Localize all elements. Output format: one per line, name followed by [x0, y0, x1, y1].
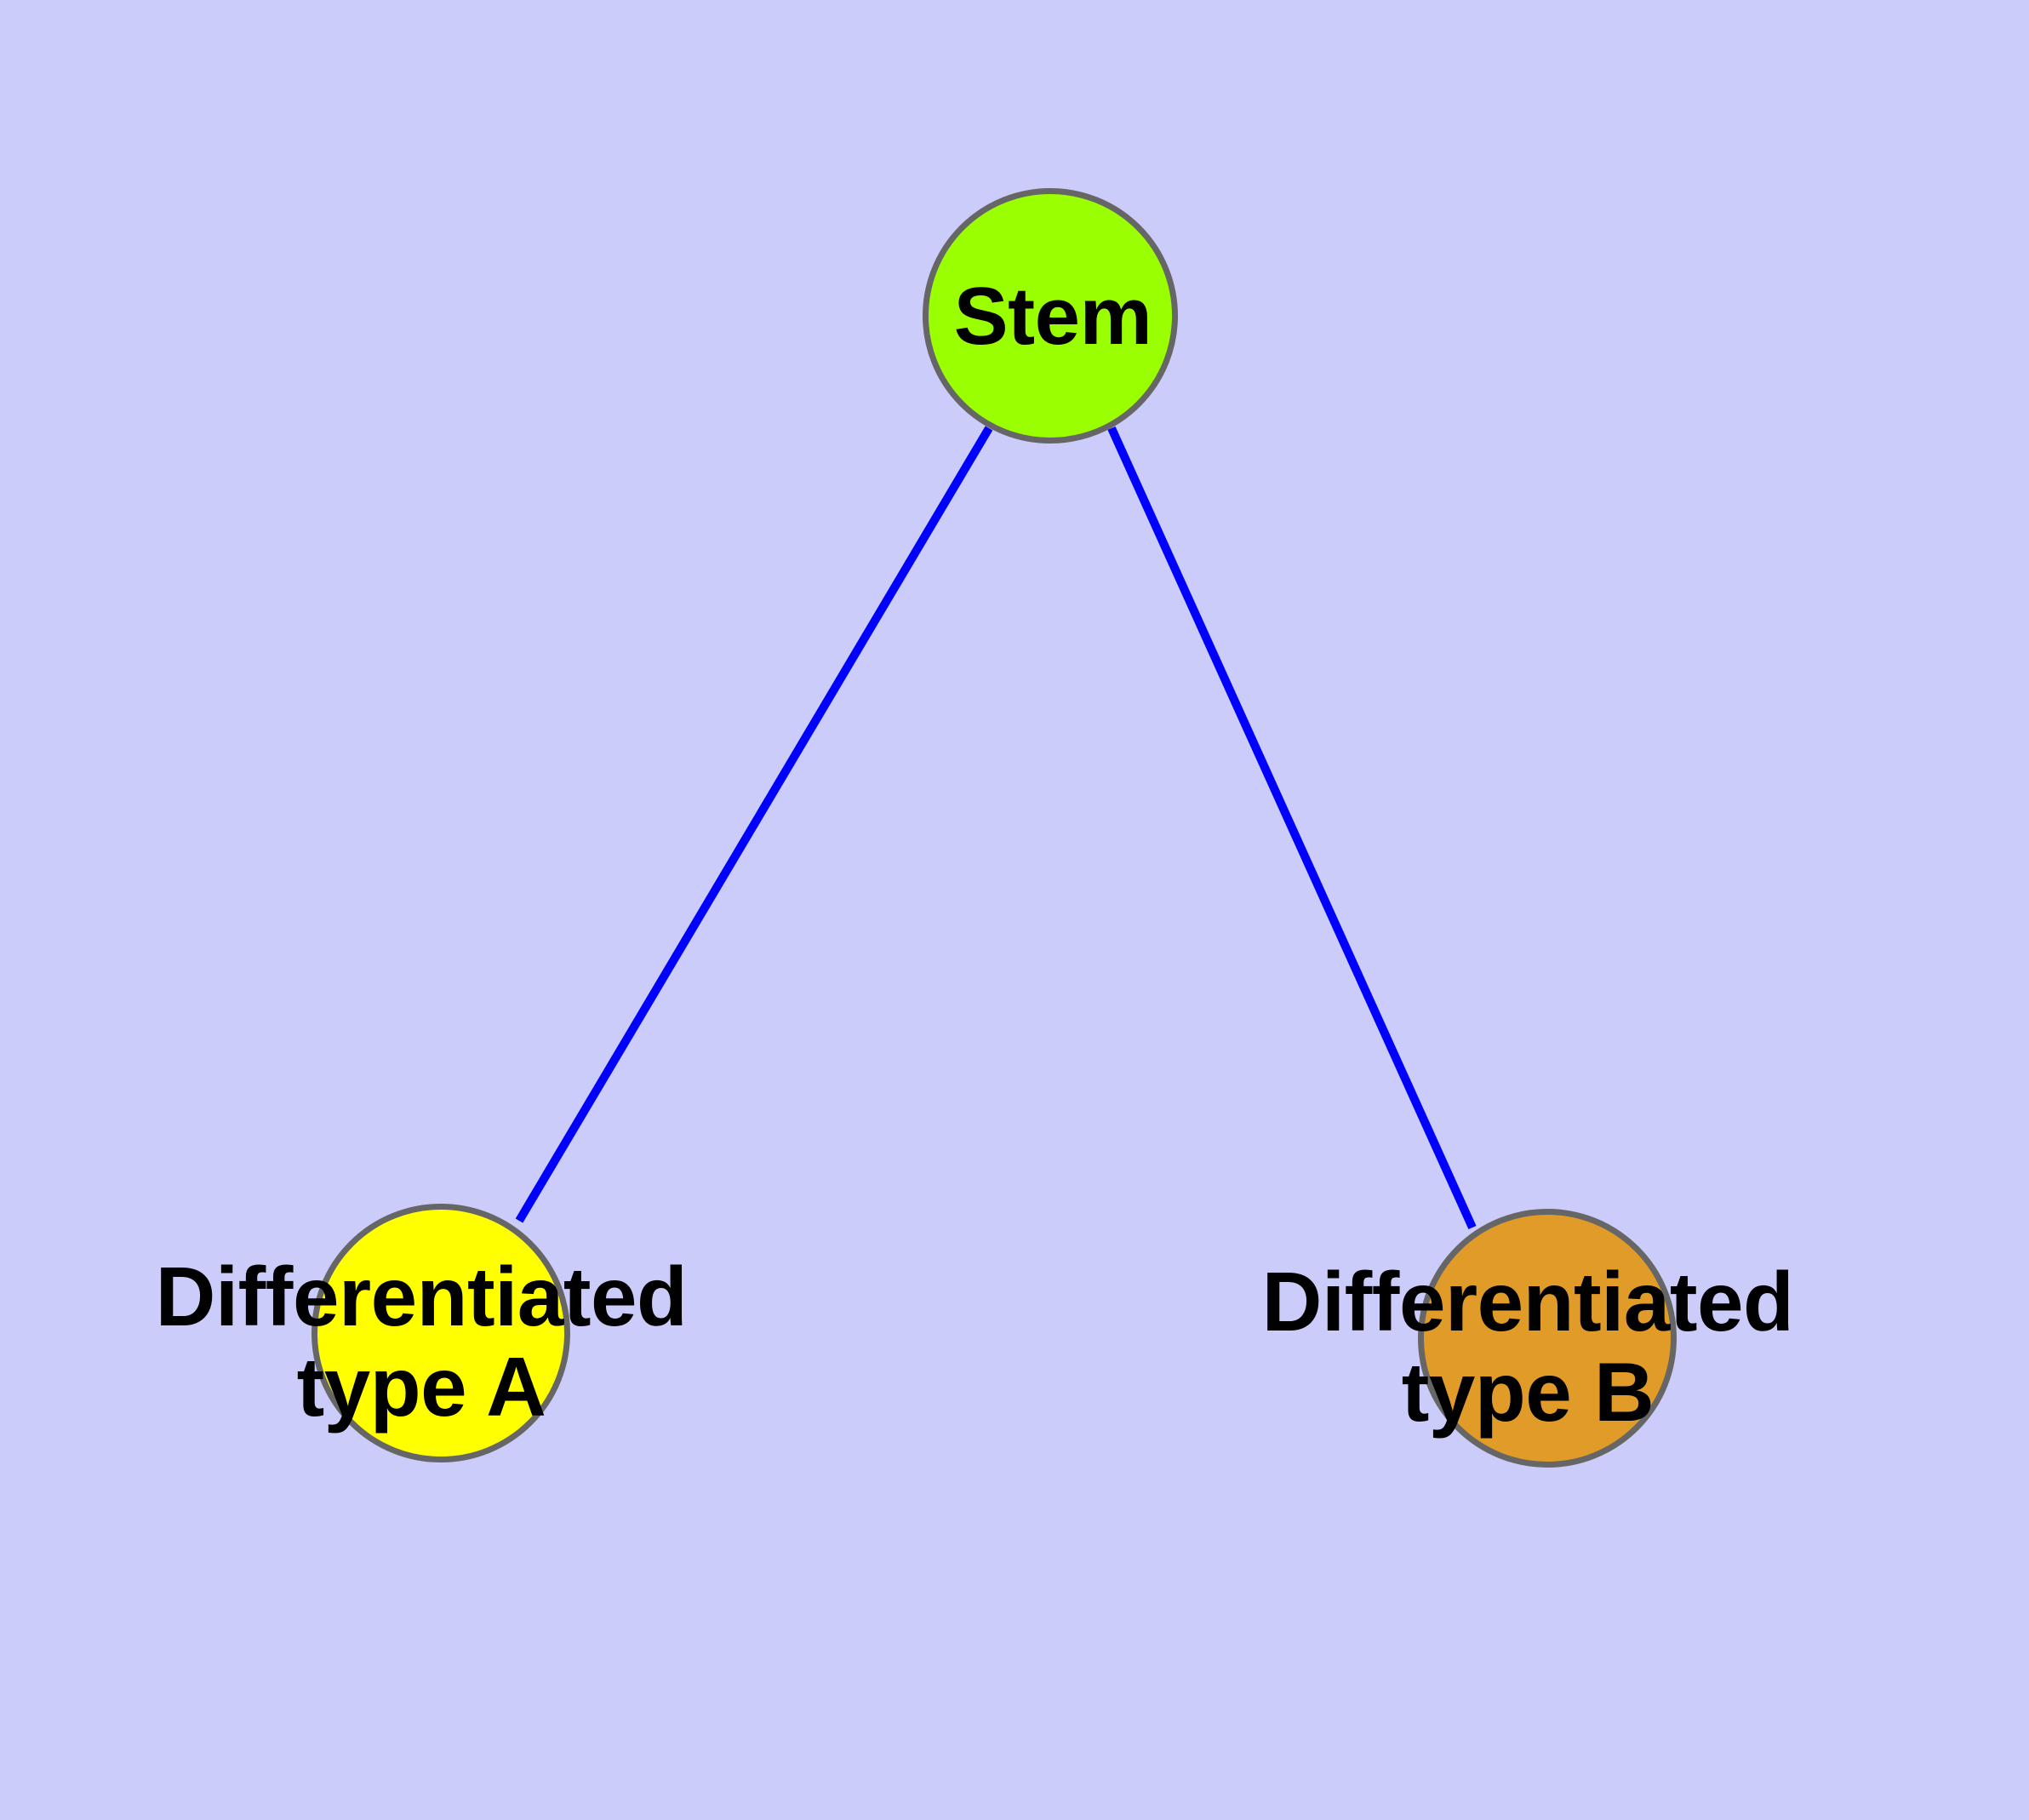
- node-differentiated-type-a[interactable]: [311, 1204, 570, 1462]
- node-differentiated-type-b[interactable]: [1418, 1209, 1677, 1468]
- label-line-stem-1: Stem: [953, 271, 1152, 362]
- edge-stem-to-type-a[interactable]: [515, 426, 993, 1223]
- node-stem[interactable]: [923, 188, 1178, 444]
- label-line-typea-1: Differentiated: [155, 1250, 688, 1343]
- node-label-stem: Stem: [797, 272, 1308, 361]
- label-line-typea-2: type A: [296, 1339, 546, 1434]
- label-line-typeb-2: type B: [1401, 1344, 1655, 1439]
- edge-stem-to-type-b[interactable]: [1107, 426, 1477, 1230]
- label-line-typeb-1: Differentiated: [1261, 1255, 1794, 1348]
